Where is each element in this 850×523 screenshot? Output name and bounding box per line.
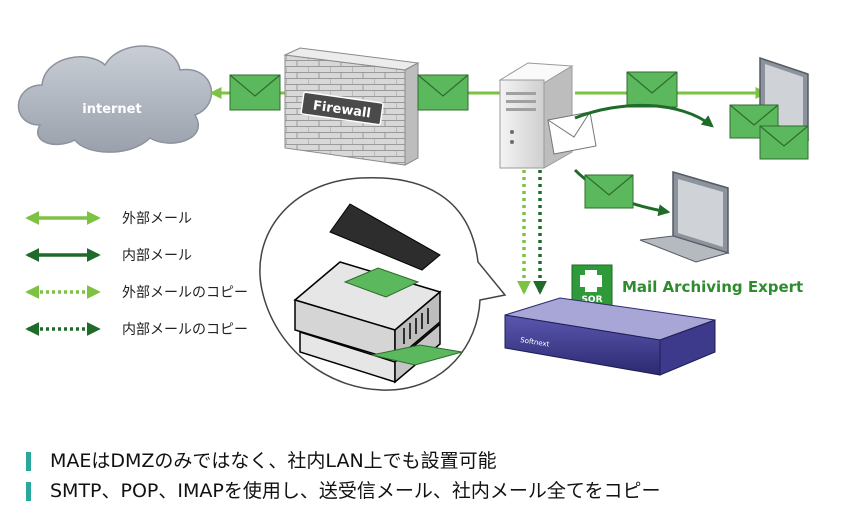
firewall: Firewall <box>283 47 420 166</box>
legend-item: 内部メール <box>25 248 192 264</box>
sqr-logo: SQR <box>571 264 613 306</box>
legend-label: 内部メールのコピー <box>122 322 248 338</box>
laptop-icon <box>639 171 730 263</box>
sqr-label: SQR <box>581 295 602 305</box>
envelope-icon <box>759 125 809 160</box>
legend-item: 外部メール <box>25 211 192 227</box>
bullet-text: SMTP、POP、IMAPを使用し、送受信メール、社内メール全てをコピー <box>50 480 661 502</box>
envelope-icon <box>547 111 597 155</box>
internet-cloud: internet <box>17 45 213 153</box>
mae-appliance: Softnext <box>504 297 716 376</box>
legend-label: 外部メール <box>122 211 192 227</box>
internet-label: internet <box>82 102 141 117</box>
envelope-icon <box>229 74 281 111</box>
bullet-marker <box>26 482 31 501</box>
envelope-icon <box>584 174 634 209</box>
bullet-marker <box>26 452 31 471</box>
internal-mail-line-upper <box>574 103 714 128</box>
legend-item: 内部メールのコピー <box>25 322 248 338</box>
copier-icon <box>293 203 463 384</box>
legend-item: 外部メールのコピー <box>25 285 248 301</box>
envelope-icon <box>626 71 678 108</box>
legend-label: 内部メール <box>122 248 192 264</box>
bullet-text: MAEはDMZのみではなく、社内LAN上でも設置可能 <box>50 450 497 472</box>
legend-label: 外部メールのコピー <box>122 285 248 301</box>
product-name: Mail Archiving Expert <box>622 278 803 296</box>
envelope-icon <box>417 74 469 111</box>
